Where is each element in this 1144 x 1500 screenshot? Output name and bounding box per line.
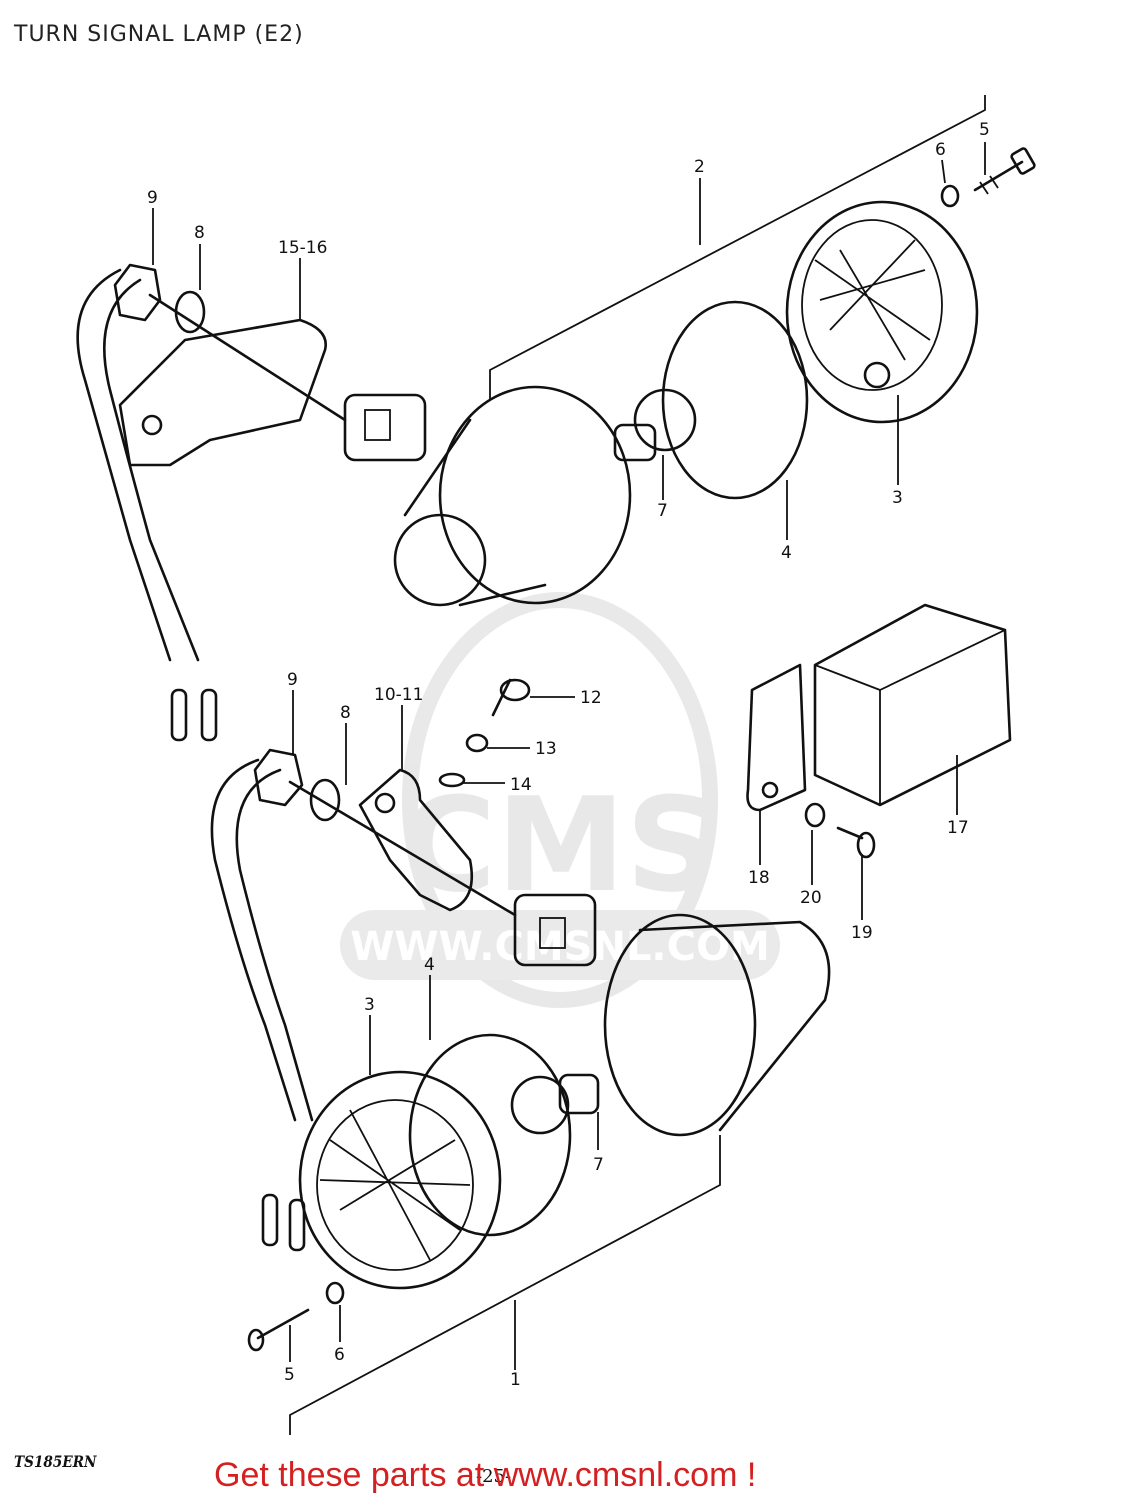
bracket-hole (141, 414, 163, 436)
callout-4-lower: 4 (424, 955, 435, 975)
callout-14: 14 (510, 775, 532, 795)
housing-upper[interactable] (343, 385, 632, 607)
callout-18: 18 (748, 868, 770, 888)
bulb-7-lower[interactable] (510, 1073, 600, 1135)
washer-6-upper[interactable] (940, 184, 960, 208)
callout-6-lower: 6 (334, 1345, 345, 1365)
lower-group-bracket (289, 1135, 721, 1435)
washer-6-lower[interactable] (325, 1281, 345, 1305)
bolt-19[interactable] (836, 826, 876, 859)
wire-lower-b (235, 768, 314, 1122)
stem-upper (148, 293, 347, 422)
housing-lower[interactable] (513, 893, 831, 1137)
page-title: TURN SIGNAL LAMP (E2) (14, 22, 304, 47)
washer-14[interactable] (438, 772, 466, 788)
gasket-4-upper[interactable] (661, 300, 809, 500)
relay-17[interactable] (813, 603, 1012, 807)
wire-connectors-upper (170, 688, 218, 742)
stem-lower (288, 780, 517, 917)
screw-5-lower[interactable] (247, 1308, 310, 1352)
page-number: -25- (476, 1466, 512, 1487)
mount-bracket-10-11[interactable] (358, 768, 474, 912)
wire-upper (76, 268, 172, 662)
callout-15-16: 15-16 (278, 238, 327, 258)
callout-8-lower: 8 (340, 703, 351, 723)
callout-5-lower: 5 (284, 1365, 295, 1385)
callout-9-upper: 9 (147, 188, 158, 208)
watermark-text: CMS (401, 769, 719, 921)
bulb-7-upper[interactable] (613, 388, 697, 462)
nut-9-upper[interactable] (113, 263, 162, 322)
callout-7-upper: 7 (657, 501, 668, 521)
upper-group-bracket (489, 95, 986, 400)
diagram-code: TS185ERN (14, 1452, 97, 1471)
callout-12: 12 (580, 688, 602, 708)
wire-connectors-lower (261, 1193, 306, 1252)
washer-20[interactable] (804, 802, 826, 828)
callout-3-upper: 3 (892, 488, 903, 508)
callout-4-upper: 4 (781, 543, 792, 563)
upper-turn-signal-assembly: 2 5 6 9 8 15-16 7 4 3 (76, 95, 1036, 742)
washer-8-lower[interactable] (309, 778, 341, 822)
callout-10-11: 10-11 (374, 685, 423, 705)
screw-5-upper[interactable] (973, 147, 1036, 195)
relay-bracket-hole (761, 781, 779, 799)
callout-19: 19 (851, 923, 873, 943)
relay-and-hardware: 17 18 20 19 12 13 14 (438, 603, 1012, 943)
callout-8-upper: 8 (194, 223, 205, 243)
callout-1: 1 (510, 1370, 521, 1390)
callout-2: 2 (694, 157, 705, 177)
lens-3-lower[interactable] (298, 1070, 502, 1290)
bolt-12[interactable] (491, 678, 531, 717)
callout-20: 20 (800, 888, 822, 908)
lower-turn-signal-assembly: 9 8 10-11 4 3 7 1 5 6 (210, 670, 831, 1435)
gasket-4-lower[interactable] (408, 1033, 572, 1237)
callout-6-upper: 6 (935, 140, 946, 160)
wire-lower (210, 758, 297, 1122)
wire-upper-b (103, 278, 200, 662)
washer-8-upper[interactable] (174, 290, 206, 334)
callout-17: 17 (947, 818, 969, 838)
callout-5-upper: 5 (979, 120, 990, 140)
nut-9-lower[interactable] (253, 748, 304, 807)
callout-3-lower: 3 (364, 995, 375, 1015)
callout-13: 13 (535, 739, 557, 759)
callout-9-lower: 9 (287, 670, 298, 690)
nut-13[interactable] (465, 733, 489, 753)
watermark-url: WWW.CMSNL.COM (350, 924, 770, 970)
bracket-hole-lower (374, 792, 396, 814)
mount-bracket-15-16[interactable] (118, 318, 327, 467)
get-parts-link[interactable]: Get these parts at www.cmsnl.com ! (214, 1456, 757, 1494)
lens-3-upper[interactable] (785, 200, 979, 424)
cms-watermark: CMS WWW.CMSNL.COM (340, 592, 780, 1008)
callout-7-lower: 7 (593, 1155, 604, 1175)
relay-bracket-18[interactable] (746, 663, 807, 812)
